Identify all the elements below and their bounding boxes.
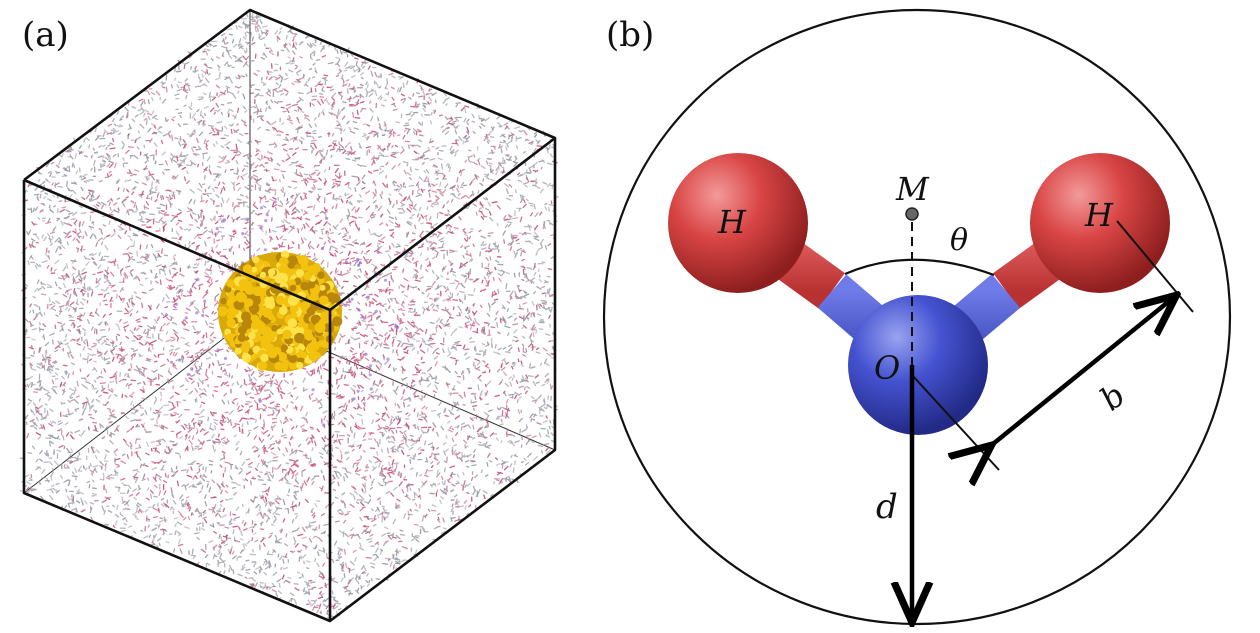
box-front-edges [22, 8, 557, 623]
panel-b: (b) H H O M θ b d [602, 8, 1232, 624]
hydrogen-left-label: H [717, 203, 747, 241]
m-site-dot [905, 207, 919, 221]
oxygen-label: O [874, 349, 900, 387]
bond-length-arrow [988, 298, 1173, 448]
m-site-label: M [895, 170, 930, 208]
box-back-edges [23, 10, 556, 494]
panel-b-label: (b) [606, 15, 654, 55]
panel-a-label: (a) [22, 15, 69, 55]
panel-a: (a) [19, 8, 559, 623]
angle-arc [844, 258, 995, 277]
hydrogen-atom-right [1030, 153, 1170, 293]
nanoparticle [217, 250, 343, 372]
hydrogen-right-label: H [1084, 196, 1114, 234]
radius-d-label: d [876, 487, 898, 527]
bond-length-b-label: b [1093, 376, 1133, 419]
hydrogen-atom-left [668, 153, 808, 293]
oxygen-atom [848, 295, 988, 435]
angle-theta-label: θ [950, 223, 968, 258]
